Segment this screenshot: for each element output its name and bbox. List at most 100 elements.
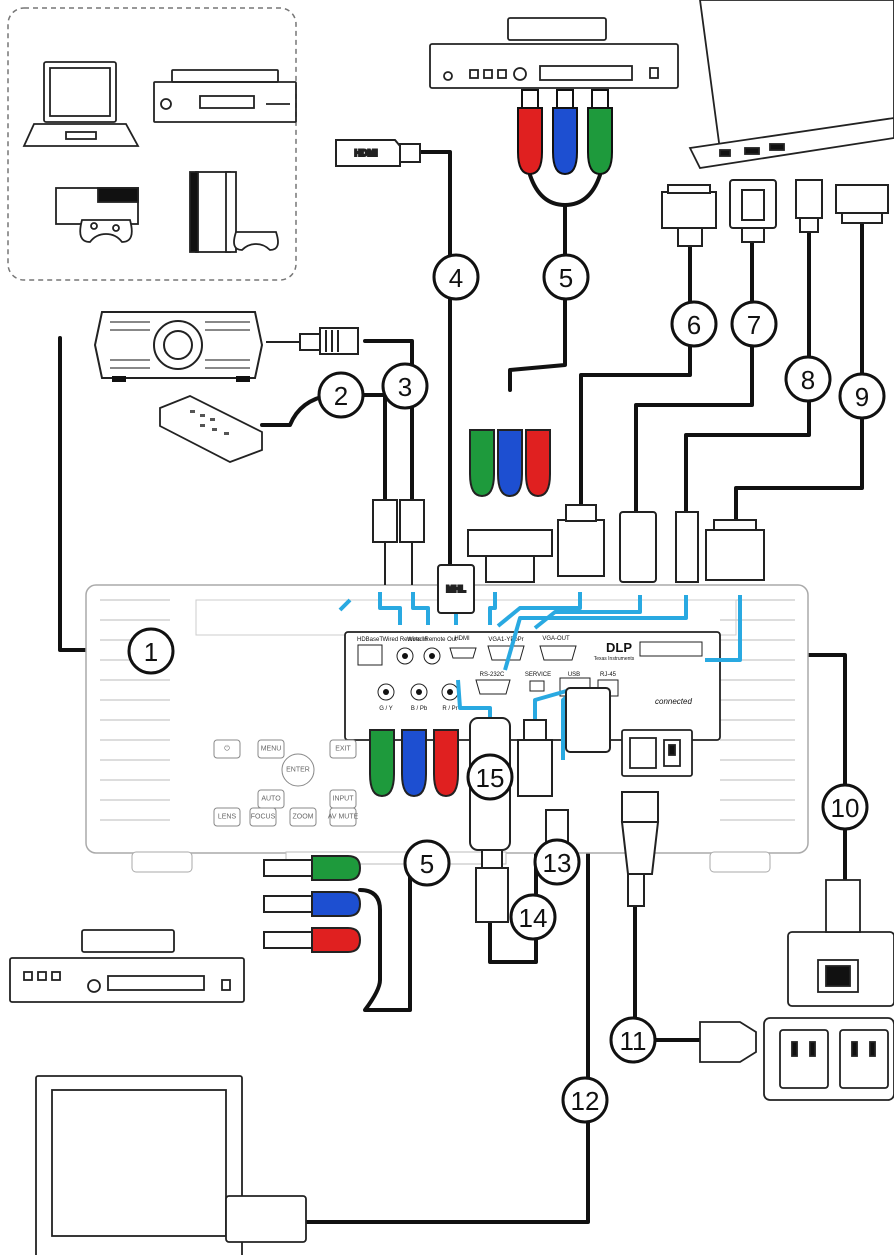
callout-circle (466, 753, 514, 801)
audio-jack-plug (266, 327, 359, 355)
game-console-icon (55, 187, 139, 243)
callout-circle (509, 893, 557, 941)
enter-button: ENTER (286, 767, 310, 774)
callout-number: 7 (747, 310, 761, 340)
power-plug (620, 791, 660, 907)
external-speaker-projector-icon (93, 311, 264, 382)
callout-circle (127, 627, 175, 675)
lan-wall-jack (787, 879, 894, 1007)
callout-circle (609, 1016, 657, 1064)
cable-9 (734, 210, 864, 522)
zoom-button: ZOOM (293, 814, 314, 821)
callout-circle (838, 372, 886, 420)
callout-number: 2 (334, 381, 348, 411)
callout-number: 3 (398, 372, 412, 402)
label-r-pr: R / Pr (442, 706, 457, 712)
callout-13: 12 (561, 1076, 609, 1124)
monitor-icon (35, 1075, 307, 1255)
callout-number: 5 (559, 263, 573, 293)
callout-number: 12 (571, 1086, 600, 1116)
mhl-adapter: MHL (437, 564, 475, 614)
callout-circle (432, 253, 480, 301)
source-devices-group (7, 7, 297, 281)
dvd-player-top-icon (429, 17, 679, 89)
label-b-pb: B / Pb (411, 706, 428, 712)
callout-circle (821, 783, 869, 831)
label-wired-remote-in: Wired Remote In (382, 637, 427, 643)
input-button: INPUT (333, 796, 355, 803)
label-vga1: VGA1-YPbPr (488, 637, 523, 643)
callout-12: 11 (609, 1016, 657, 1064)
callout-number: 14 (519, 903, 548, 933)
rs232-connector-top (729, 179, 777, 243)
usb-connector-top (795, 179, 823, 233)
game-console-2-icon (189, 171, 279, 253)
callout-circle (730, 300, 778, 348)
callout-number: 10 (831, 793, 860, 823)
keypad-labels: ⏻ MENU EXIT ENTER AUTO INPUT LENS FOCUS … (218, 745, 359, 821)
laptop-icon (22, 61, 140, 147)
dvi-plug-panel (705, 519, 765, 581)
callout-10: 9 (838, 372, 886, 420)
cable-4 (416, 150, 452, 567)
callout-14: 13 (533, 838, 581, 886)
component-adapter (467, 429, 553, 583)
vga-plug-panel (557, 504, 605, 577)
usb-plug-bottom (475, 719, 569, 923)
callout-8: 7 (730, 300, 778, 348)
callout-number: 9 (855, 382, 869, 412)
label-service: SERVICE (525, 672, 551, 678)
mhl-logo-text: MHL (446, 584, 466, 594)
callout-number: 15 (476, 763, 505, 793)
menu-button: MENU (261, 746, 282, 753)
dvi-connector-top (835, 184, 889, 224)
io-panel: HDBaseT Wired Remote In Wired Remote Out… (344, 631, 721, 741)
callout-9: 8 (784, 355, 832, 403)
callout-3: 3 (381, 362, 429, 410)
callout-circle (561, 1076, 609, 1124)
label-vga-out: VGA-OUT (542, 636, 570, 642)
keypad (213, 739, 357, 827)
power-outlet (699, 1017, 894, 1101)
audio-plugs (372, 499, 425, 585)
dvd-player-icon (153, 69, 297, 123)
label-hdmi: HDMI (454, 636, 470, 642)
callout-number: 13 (543, 848, 572, 878)
callout-number: 11 (620, 1026, 647, 1056)
callout-number: 8 (801, 365, 815, 395)
hdmi-logo-text: HDMI (355, 148, 378, 158)
callout-circle (670, 300, 718, 348)
callout-circle (317, 371, 365, 419)
callout-circle (784, 355, 832, 403)
cable-12 (298, 750, 590, 1224)
wired-remote-icon (159, 395, 263, 463)
callout-number: 6 (687, 310, 701, 340)
focus-button: FOCUS (251, 814, 276, 821)
dvd-player-bottom-icon (9, 929, 245, 1003)
component-plugs-bottom (369, 729, 459, 798)
connected-text: connected (655, 697, 692, 706)
component-plugs-top (517, 89, 613, 176)
rs232-plug-panel (619, 511, 657, 583)
laptop-right-icon (688, 0, 894, 169)
cable-3 (363, 339, 414, 502)
label-usb: USB (568, 672, 580, 678)
exit-button: EXIT (335, 746, 351, 753)
callout-5: 5 (542, 253, 590, 301)
usb-plug-panel (675, 511, 699, 583)
dlp-sub: Texas Instruments (594, 656, 635, 662)
callout-11: 10 (821, 783, 869, 831)
label-rs232: RS-232C (480, 672, 505, 678)
cable-8 (684, 226, 811, 514)
lens-button: LENS (218, 814, 237, 821)
label-hdbaset: HDBaseT (357, 637, 383, 643)
callout-number: 4 (449, 263, 463, 293)
cable-2 (260, 393, 387, 502)
hdmi-plug-top: HDMI (335, 139, 421, 167)
callout-2: 2 (317, 371, 365, 419)
component-plugs-bottom-left (263, 855, 362, 953)
cable-5-top (528, 173, 602, 207)
callout-1: 1 (127, 627, 175, 675)
